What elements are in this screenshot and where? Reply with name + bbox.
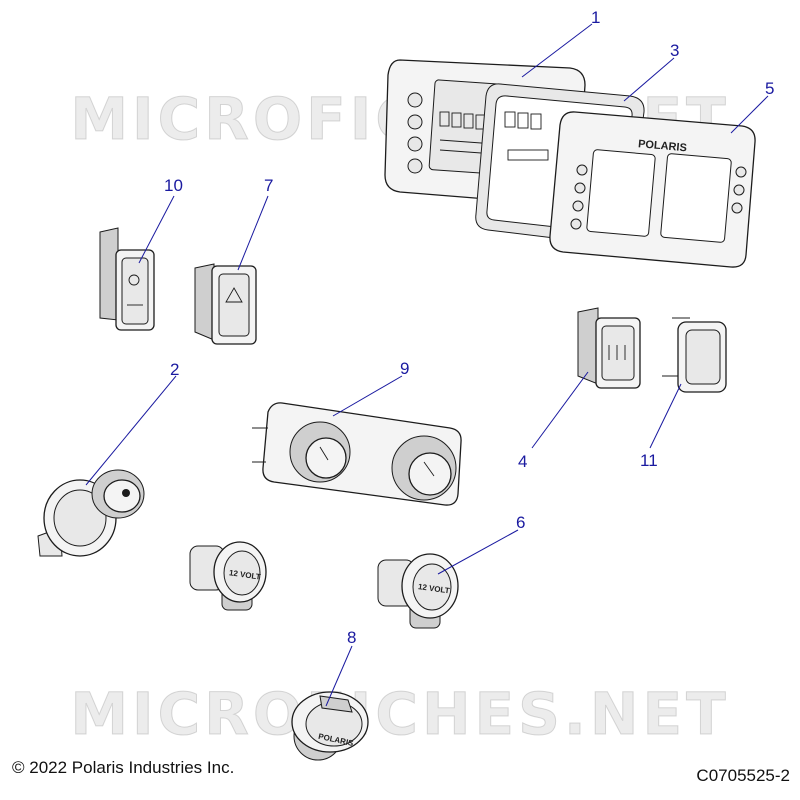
volt-label-left: 12 VOLT <box>228 568 261 581</box>
callout-1: 1 <box>591 8 600 27</box>
figure-code: C0705525-2 <box>696 766 790 785</box>
part-7-hazard-switch <box>194 263 257 345</box>
callout-7: 7 <box>264 176 273 195</box>
callout-3: 3 <box>670 41 679 60</box>
part-11-blank-plug <box>662 317 727 393</box>
part-6-power-outlet: 12 VOLT <box>377 553 459 629</box>
callout-4: 4 <box>518 452 527 471</box>
copyright-notice: © 2022 Polaris Industries Inc. <box>12 758 235 777</box>
part-9-control-panel <box>252 402 462 506</box>
power-outlet-left: 12 VOLT <box>189 541 267 611</box>
part-4-rocker-switch <box>577 307 641 389</box>
callout-6: 6 <box>516 513 525 532</box>
callout-5: 5 <box>765 79 774 98</box>
callout-11: 11 <box>640 451 658 470</box>
callout-labels: 1 2 3 4 5 6 7 8 9 10 11 <box>164 8 774 647</box>
callout-10: 10 <box>164 176 183 195</box>
bezel-brand-label: POLARIS <box>638 138 688 154</box>
part-5-front-bezel: POLARIS <box>549 111 756 268</box>
part-10-rocker-switch <box>99 227 155 331</box>
callout-9: 9 <box>400 359 409 378</box>
callout-2: 2 <box>170 360 179 379</box>
volt-label-right: 12 VOLT <box>417 582 450 595</box>
leader-lines <box>85 23 769 707</box>
part-8-usb-charger: POLARIS <box>291 691 369 761</box>
callout-8: 8 <box>347 628 356 647</box>
part-2-ignition-switch <box>37 469 145 557</box>
